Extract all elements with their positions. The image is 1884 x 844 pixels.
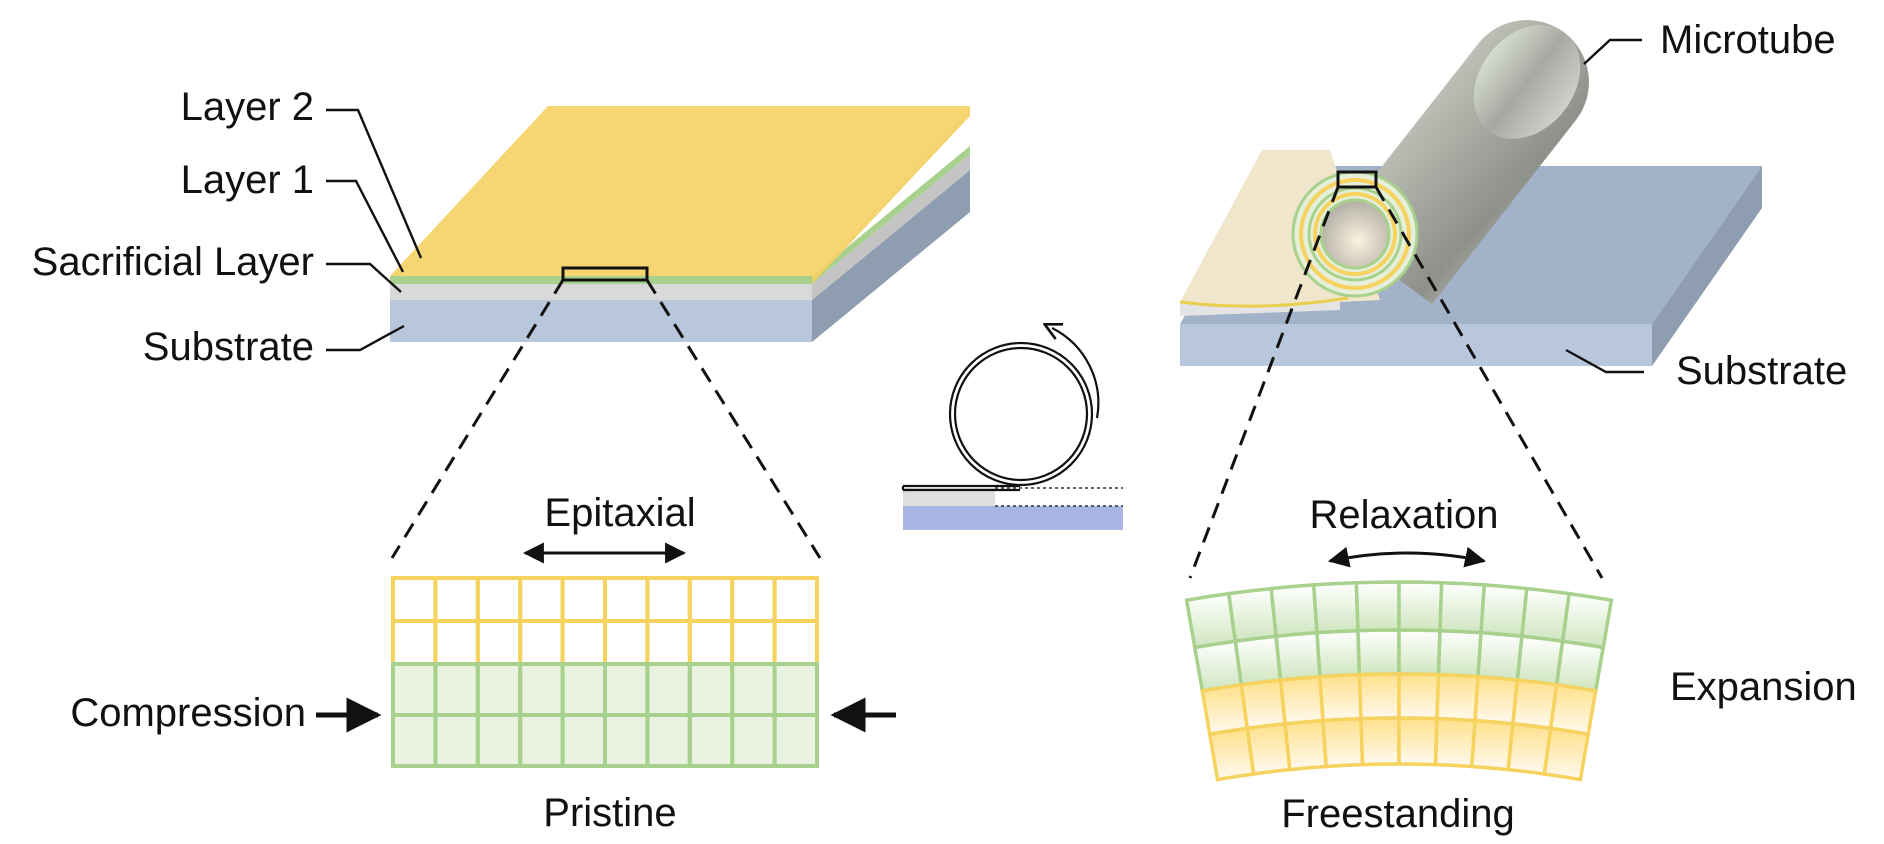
substrate-front-face xyxy=(390,300,812,342)
sacrificial-layer-side xyxy=(812,154,970,300)
curved-lattice-cell xyxy=(1397,672,1441,721)
curved-lattice-cell xyxy=(1354,580,1401,633)
lattice-cell xyxy=(433,576,480,623)
curved-lattice-cell xyxy=(1356,628,1401,677)
curved-lattice-cell xyxy=(1311,580,1360,635)
freestanding-label: Freestanding xyxy=(1281,792,1514,836)
microtube-label: Microtube xyxy=(1660,18,1836,62)
sacrificial-layer-front xyxy=(390,284,812,300)
expansion-label: Expansion xyxy=(1670,665,1857,709)
substrate-right-label: Substrate xyxy=(1676,349,1847,393)
curved-lattice-cell xyxy=(1435,672,1480,723)
relaxation-label: Relaxation xyxy=(1309,493,1498,537)
lattice-cell xyxy=(730,576,777,623)
lattice-cell xyxy=(560,576,607,623)
curved-lattice-cell xyxy=(1554,639,1606,693)
curved-lattice-cell xyxy=(1476,630,1524,682)
layer2-label: Layer 2 xyxy=(181,85,314,129)
substrate-side-face xyxy=(812,170,970,342)
lattice-cell xyxy=(475,619,523,666)
curved-lattice-cell xyxy=(1548,682,1598,737)
sacrificial-layer-label: Sacrificial Layer xyxy=(32,240,314,284)
curved-lattice-cell xyxy=(1397,716,1439,767)
substrate-right-leader xyxy=(1565,348,1644,374)
layer2-top xyxy=(390,106,970,276)
curved-lattice-cell xyxy=(1469,718,1515,772)
curved-lattice-cell xyxy=(1239,678,1288,731)
curved-lattice-cell xyxy=(1315,628,1362,679)
lattice-cell xyxy=(560,619,607,666)
lattice-cell xyxy=(518,576,565,623)
lattice-cell xyxy=(730,619,777,666)
lattice-cell xyxy=(772,713,819,768)
layer1-label: Layer 1 xyxy=(181,158,314,202)
tube-hole xyxy=(1319,198,1391,270)
substrate-left-label: Substrate xyxy=(143,325,314,369)
curved-lattice-cell xyxy=(1278,674,1325,726)
curved-lattice-cell xyxy=(1192,639,1244,693)
right-microtube-assembly xyxy=(1179,20,1762,366)
curved-lattice-cell xyxy=(1542,726,1591,782)
lattice-cell xyxy=(687,576,735,623)
curl-substrate xyxy=(903,506,1123,530)
compression-label: Compression xyxy=(70,691,306,735)
curved-lattice-cell xyxy=(1397,580,1444,633)
lattice-cell xyxy=(603,619,650,666)
right-zoom-dashes xyxy=(1188,186,1604,579)
lattice-cell xyxy=(433,619,480,666)
left-layer-stack xyxy=(390,106,970,342)
pristine-label: Pristine xyxy=(543,791,676,835)
curved-lattice-cell xyxy=(1359,716,1401,767)
right-substrate-front xyxy=(1180,324,1652,366)
left-leader-lines xyxy=(326,108,423,352)
layer2-side xyxy=(812,106,970,284)
curved-lattice-cell xyxy=(1433,716,1477,769)
curved-lattice-cell xyxy=(1357,672,1401,721)
curved-lattice-cell xyxy=(1226,586,1279,644)
lattice-cell xyxy=(687,619,735,666)
pristine-lattice xyxy=(391,576,819,768)
curved-lattice-cell xyxy=(1515,634,1565,687)
curved-lattice-cell xyxy=(1233,634,1283,687)
curved-lattice-cell xyxy=(1436,628,1483,679)
curved-lattice-cell xyxy=(1274,630,1322,682)
curved-lattice-cell xyxy=(1184,591,1238,650)
microtube-leader xyxy=(1583,38,1642,65)
right-zoom-region-box xyxy=(1336,170,1378,189)
curved-lattice-cell xyxy=(1397,628,1442,677)
lattice-cell xyxy=(518,619,565,666)
freestanding-lattice xyxy=(1184,580,1614,782)
curved-lattice-cell xyxy=(1269,583,1319,639)
lattice-cell xyxy=(391,619,438,666)
curl-direction-arrow xyxy=(1052,328,1100,419)
curl-sacrificial-remaining xyxy=(903,488,995,506)
lattice-cell xyxy=(603,576,650,623)
left-zoom-dashes xyxy=(390,279,822,559)
lattice-cell xyxy=(645,576,692,623)
curved-lattice-cell xyxy=(1318,672,1363,723)
curved-lattice-cell xyxy=(1560,591,1614,650)
lattice-cell xyxy=(772,576,819,623)
relaxation-arrow xyxy=(1327,546,1487,568)
lattice-cell xyxy=(772,619,819,666)
lattice-cell xyxy=(391,576,438,623)
curved-lattice-cell xyxy=(1321,716,1365,769)
curved-lattice-cell xyxy=(1245,721,1292,776)
curved-lattice-cell xyxy=(1479,583,1529,639)
lattice-cell xyxy=(475,576,523,623)
lattice-cell xyxy=(645,619,692,666)
zoom-region-box xyxy=(561,266,649,282)
curved-lattice-cell xyxy=(1200,682,1250,737)
curved-lattice-cell xyxy=(1438,580,1487,635)
epitaxial-label: Epitaxial xyxy=(544,491,695,535)
rolling-schematic xyxy=(901,328,1123,530)
curved-lattice-cell xyxy=(1283,718,1329,772)
curved-lattice-cell xyxy=(1473,674,1520,726)
right-substrate-side xyxy=(1652,166,1762,366)
